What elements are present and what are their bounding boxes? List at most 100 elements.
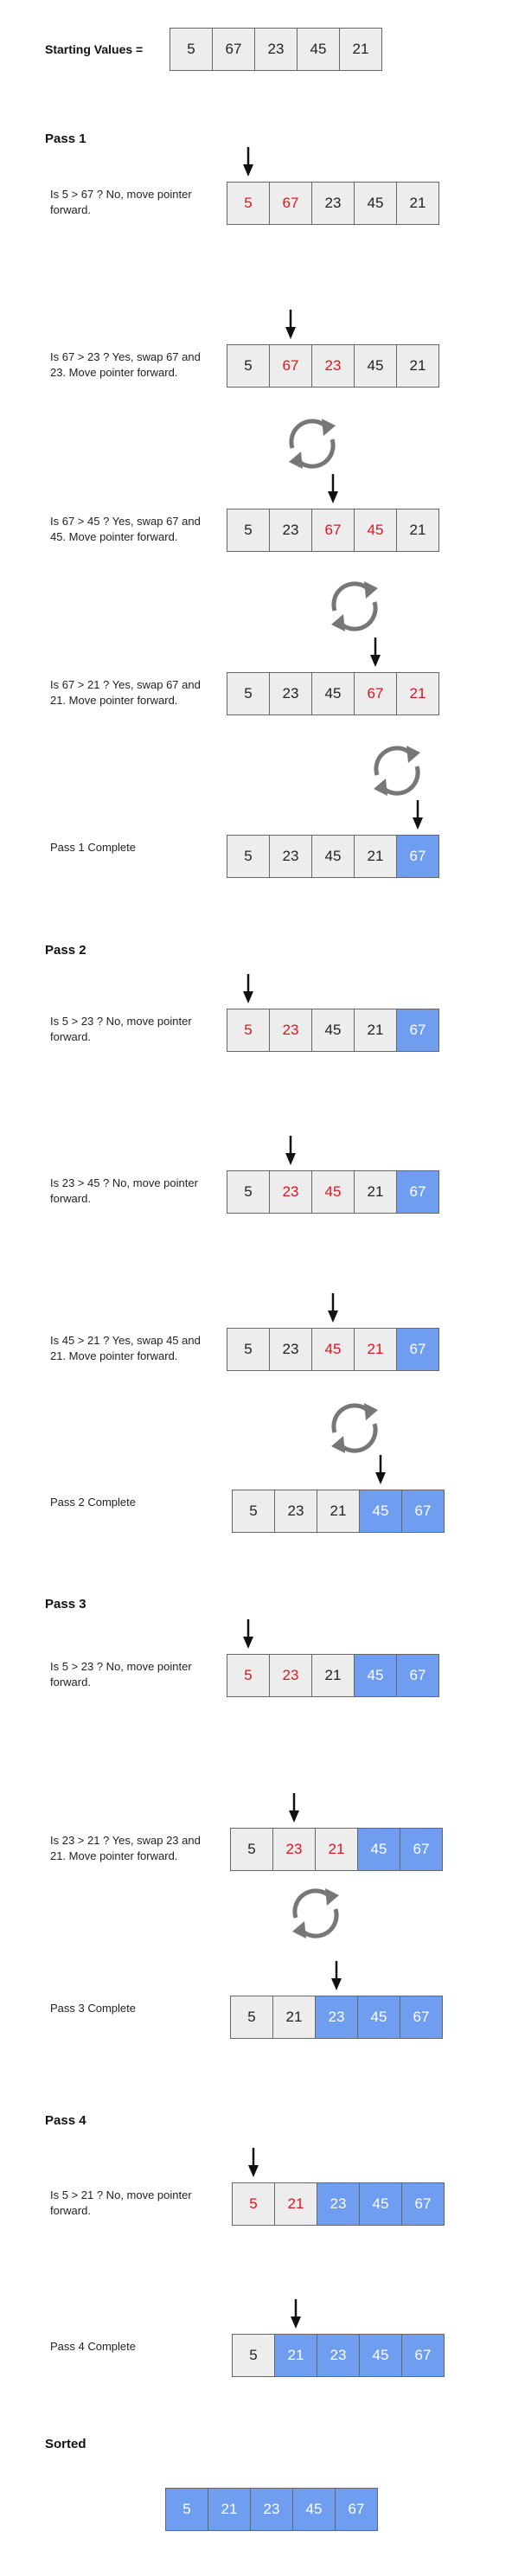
array-cell: 21: [396, 182, 439, 225]
array-cell: 67: [269, 182, 312, 225]
array-cell: 5: [227, 672, 270, 715]
array-cell: 5: [227, 344, 270, 388]
pointer-arrow-icon: [370, 638, 381, 667]
array-cell: 67: [396, 1328, 439, 1371]
array-cell: 5: [227, 1170, 270, 1214]
array-cell: 21: [311, 1654, 355, 1697]
step-description: Is 5 > 21 ? No, move pointer forward.: [50, 2188, 192, 2217]
pass-heading: Pass 4: [45, 2113, 86, 2128]
array-cell: 67: [269, 344, 312, 388]
pointer-arrow-icon: [328, 474, 338, 503]
array-cell: 45: [359, 1490, 402, 1533]
array-cell: 45: [311, 1170, 355, 1214]
array-cell: 45: [357, 1828, 400, 1871]
array-cell: 21: [274, 2334, 317, 2377]
pass-heading: Pass 3: [45, 1597, 86, 1612]
array-cell: 23: [272, 1828, 316, 1871]
array-cell: 21: [272, 1996, 316, 2039]
array-cell: 45: [311, 1009, 355, 1052]
array-cell: 45: [311, 835, 355, 878]
pointer-arrow-icon: [248, 2148, 259, 2177]
array-cell: 23: [269, 509, 312, 552]
array-cell: 23: [315, 1996, 358, 2039]
array-cell: 21: [315, 1828, 358, 1871]
array-cell: 21: [354, 1328, 397, 1371]
pointer-arrow-icon: [285, 310, 296, 339]
array-cell: 23: [317, 2334, 360, 2377]
array-cell: 67: [401, 2334, 445, 2377]
array-cell: 5: [227, 1654, 270, 1697]
array-cell: 45: [354, 182, 397, 225]
array-cell: 23: [269, 1170, 312, 1214]
sorted-cell: 5: [165, 2488, 208, 2531]
array-cell: 45: [311, 1328, 355, 1371]
sorted-cell: 21: [208, 2488, 251, 2531]
array-cell: 23: [269, 1009, 312, 1052]
array-cell: 67: [354, 672, 397, 715]
pass-heading: Pass 2: [45, 943, 86, 958]
array-cell: 21: [396, 344, 439, 388]
sorted-label: Sorted: [45, 2437, 86, 2451]
pointer-arrow-icon: [243, 1619, 253, 1649]
pointer-arrow-icon: [243, 974, 253, 1003]
swap-cycle-icon: [373, 746, 420, 796]
array-cell: 23: [269, 672, 312, 715]
array-cell: 67: [401, 1490, 445, 1533]
step-description: Is 5 > 23 ? No, move pointer forward.: [50, 1015, 192, 1043]
array-cell: 45: [359, 2334, 402, 2377]
sorted-cell: 67: [335, 2488, 378, 2531]
array-cell: 67: [396, 1170, 439, 1214]
array-cell: 23: [311, 344, 355, 388]
starting-value-cell: 67: [212, 28, 255, 71]
array-cell: 23: [269, 1654, 312, 1697]
array-cell: 45: [354, 344, 397, 388]
sorted-cell: 45: [292, 2488, 336, 2531]
array-cell: 21: [396, 509, 439, 552]
array-cell: 5: [227, 182, 270, 225]
step-description: Pass 3 Complete: [50, 2002, 136, 2015]
array-cell: 5: [227, 1328, 270, 1371]
swap-cycle-icon: [291, 1888, 339, 1938]
pointer-arrow-icon: [285, 1136, 296, 1165]
sorted-cell: 23: [250, 2488, 293, 2531]
array-cell: 5: [232, 1490, 275, 1533]
swap-cycle-icon: [330, 581, 378, 631]
swap-cycle-icon: [330, 1403, 378, 1453]
array-cell: 21: [274, 2182, 317, 2226]
array-cell: 45: [359, 2182, 402, 2226]
array-cell: 5: [230, 1996, 273, 2039]
array-cell: 23: [269, 1328, 312, 1371]
array-cell: 45: [357, 1996, 400, 2039]
pointer-arrow-icon: [331, 1961, 342, 1990]
pointer-arrow-icon: [289, 1793, 299, 1823]
array-cell: 45: [311, 672, 355, 715]
array-cell: 23: [269, 835, 312, 878]
pointer-arrow-icon: [413, 800, 423, 830]
pointer-arrow-icon: [328, 1293, 338, 1323]
starting-value-cell: 5: [170, 28, 213, 71]
array-cell: 5: [227, 1009, 270, 1052]
starting-value-cell: 45: [297, 28, 340, 71]
step-description: Is 67 > 21 ? Yes, swap 67 and 21. Move p…: [50, 678, 201, 707]
step-description: Is 5 > 23 ? No, move pointer forward.: [50, 1660, 192, 1688]
pointer-arrow-icon: [243, 147, 253, 176]
pass-heading: Pass 1: [45, 131, 86, 146]
array-cell: 5: [227, 509, 270, 552]
starting-value-cell: 23: [254, 28, 298, 71]
array-cell: 21: [354, 835, 397, 878]
step-description: Is 45 > 21 ? Yes, swap 45 and 21. Move p…: [50, 1334, 201, 1362]
starting-value-cell: 21: [339, 28, 382, 71]
array-cell: 67: [396, 835, 439, 878]
array-cell: 67: [400, 1828, 443, 1871]
